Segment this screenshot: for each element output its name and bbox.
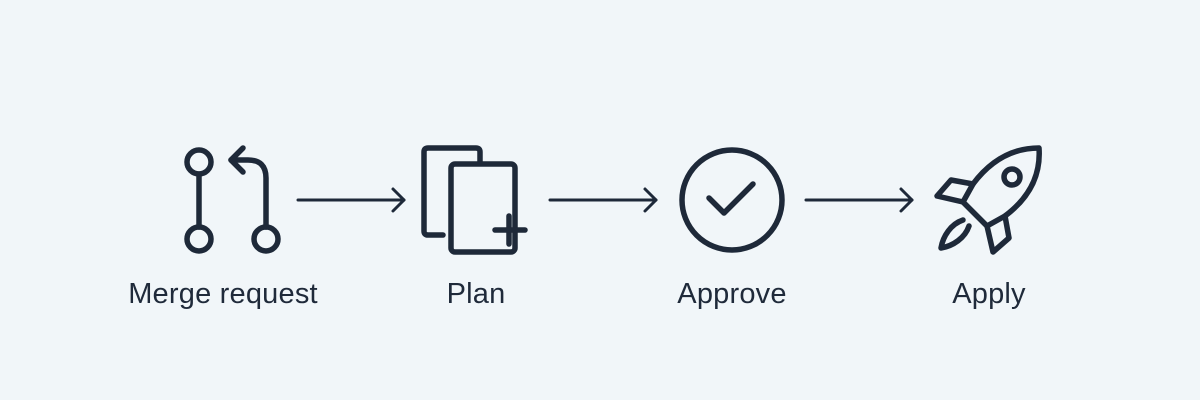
arrow-right-icon bbox=[804, 187, 914, 213]
step-label: Plan bbox=[446, 278, 506, 310]
step-label: Approve bbox=[677, 278, 787, 310]
step-label: Apply bbox=[952, 278, 1026, 310]
step-plan: Plan bbox=[346, 140, 606, 330]
rocket-icon bbox=[934, 145, 1042, 255]
arrow-right-icon bbox=[296, 187, 406, 213]
step-label: Merge request bbox=[128, 278, 318, 310]
step-approve: Approve bbox=[602, 140, 862, 330]
check-circle-icon bbox=[679, 147, 785, 253]
arrow-right-icon bbox=[548, 187, 658, 213]
git-merge-request-icon bbox=[184, 145, 281, 254]
copy-plus-icon bbox=[421, 145, 528, 255]
step-apply: Apply bbox=[859, 140, 1119, 330]
step-merge-request: Merge request bbox=[93, 140, 353, 330]
